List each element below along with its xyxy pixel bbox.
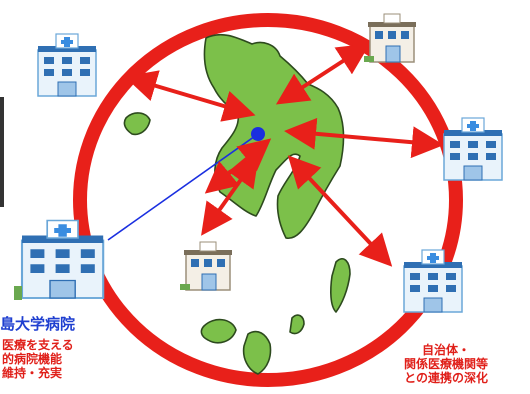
island-yakushima <box>200 318 237 344</box>
arrow-to-right-hospital <box>284 117 444 159</box>
arrow-to-topright-clinic <box>275 43 371 105</box>
left-caption-line: 維持・充実 <box>2 365 63 380</box>
hospital-name-label: 島大学病院 <box>0 315 76 333</box>
island-west-small <box>123 112 151 136</box>
hospital-building-icon <box>37 33 97 97</box>
island-amami <box>242 330 272 375</box>
left-caption-line: 医療を支える <box>2 338 74 352</box>
arrow-to-bottomright-hospital <box>287 155 393 267</box>
left-panel-edge <box>0 97 4 207</box>
right-caption-line: との連携の深化 <box>404 370 488 385</box>
hospital-building-icon <box>403 249 463 313</box>
network-ring <box>73 13 463 387</box>
clinic-building-icon <box>363 13 417 63</box>
right-caption: 自治体・ 関係医療機関等 との連携の深化 <box>404 343 489 385</box>
left-caption: 医療を支える 的病院機能 維持・充実 <box>2 338 74 380</box>
left-caption-line: 的病院機能 <box>2 351 63 366</box>
right-caption-line: 関係医療機関等 <box>404 356 489 371</box>
island-tanegashima <box>330 258 351 313</box>
island-chain <box>289 314 305 335</box>
island-mainland <box>203 33 345 239</box>
arrow-to-topleft-hospital <box>124 70 256 122</box>
arrow-to-west <box>204 138 272 194</box>
hospital-building-icon <box>443 117 503 181</box>
right-caption-line: 自治体・ <box>422 343 471 357</box>
connection-arrows <box>124 43 444 267</box>
clinic-building-icon <box>179 241 233 291</box>
tree-icon <box>14 286 22 300</box>
center-dot-icon <box>251 127 265 141</box>
main-hospital-building-icon <box>20 219 105 300</box>
